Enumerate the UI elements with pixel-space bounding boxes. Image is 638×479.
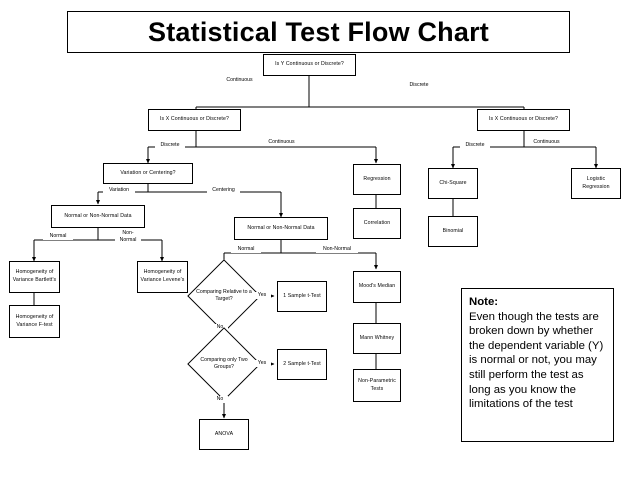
- node-label: Logistic Regression: [582, 175, 610, 190]
- edge-label-variation: Variation: [103, 187, 135, 195]
- node-label: Is Y Continuous or Discrete?: [275, 61, 344, 68]
- node-diamond-two-groups[interactable]: Comparing only Two Groups?: [187, 327, 261, 401]
- node-moods-median[interactable]: Mood's Median: [353, 271, 401, 303]
- page-title-text: Statistical Test Flow Chart: [148, 16, 489, 47]
- edge-label-y-continuous: Continuous: [222, 77, 257, 85]
- edge-label-y-discrete: Discrete: [404, 82, 434, 90]
- node-label: Normal or Non-Normal Data: [247, 224, 315, 231]
- edge-text: Discrete: [465, 142, 485, 148]
- edge-label-target-no: No: [212, 324, 228, 332]
- edge-label-left-normal: Normal: [43, 233, 73, 241]
- node-regression[interactable]: Regression: [353, 164, 401, 195]
- edge-label-center-normal: Normal: [231, 246, 261, 254]
- edge-text: Normal: [49, 233, 67, 239]
- node-label: Correlation: [363, 219, 391, 226]
- page-title: Statistical Test Flow Chart: [67, 11, 570, 53]
- edge-label-centering: Centering: [207, 187, 240, 195]
- edge-label-xleft-continuous: Continuous: [264, 139, 299, 147]
- edge-text: Centering: [212, 187, 235, 193]
- edge-label-left-non-normal: Non-Normal: [115, 230, 141, 245]
- node-label: 2 Sample t-Test: [283, 360, 321, 367]
- node-label: Homogeneity of Variance Bartlett's: [12, 269, 57, 283]
- node-label: Is X Continuous or Discrete?: [489, 116, 558, 123]
- node-label: Chi-Square: [439, 179, 467, 186]
- node-mann-whitney[interactable]: Mann Whitney: [353, 323, 401, 354]
- node-x-question-left[interactable]: Is X Continuous or Discrete?: [148, 109, 241, 131]
- node-normal-data-left[interactable]: Normal or Non-Normal Data: [51, 205, 145, 228]
- edge-label-xright-discrete: Discrete: [460, 142, 490, 150]
- edge-label-xleft-discrete: Discrete: [155, 142, 185, 150]
- edge-text: Yes: [257, 292, 267, 298]
- node-label: Comparing Relative to a Target?: [196, 288, 252, 302]
- edge-label-target-yes: Yes: [253, 292, 271, 300]
- note-box: Note: Even though the tests are broken d…: [461, 288, 614, 442]
- edge-text: No: [216, 324, 224, 330]
- node-two-sample-ttest[interactable]: 2 Sample t-Test: [277, 349, 327, 380]
- node-label: Mood's Median: [358, 283, 396, 290]
- node-label: Is X Continuous or Discrete?: [160, 116, 229, 123]
- edge-label-xright-continuous: Continuous: [529, 139, 564, 147]
- node-label: Binomial: [442, 227, 464, 234]
- note-body: Even though the tests are broken down by…: [469, 310, 604, 411]
- node-bartletts[interactable]: Homogeneity of Variance Bartlett's: [9, 261, 60, 293]
- edge-text: Continuous: [226, 77, 253, 83]
- node-anova[interactable]: ANOVA: [199, 419, 249, 450]
- node-label: ANOVA: [214, 430, 234, 437]
- node-label: Mann Whitney: [359, 334, 395, 341]
- node-levenes[interactable]: Homogeneity of Variance Levene's: [137, 261, 188, 293]
- edge-text: Discrete: [160, 142, 180, 148]
- node-normal-data-center[interactable]: Normal or Non-Normal Data: [234, 217, 328, 240]
- node-logistic-regression[interactable]: Logistic Regression: [571, 168, 621, 199]
- node-chi-square[interactable]: Chi-Square: [428, 168, 478, 199]
- node-y-question[interactable]: Is Y Continuous or Discrete?: [263, 54, 356, 76]
- edge-text: Variation: [108, 187, 130, 193]
- node-ftest[interactable]: Homogeneity of Variance F-test: [9, 305, 60, 338]
- node-label: Comparing only Two Groups?: [200, 356, 248, 370]
- note-heading: Note:: [469, 296, 499, 308]
- edge-text: Normal: [237, 246, 255, 252]
- edge-text: Non-Normal: [323, 246, 351, 252]
- edge-text: Continuous: [533, 139, 560, 145]
- edge-text: No: [216, 396, 224, 402]
- node-label: Regression: [363, 175, 391, 182]
- node-label: Non-Parametric Tests: [358, 377, 396, 392]
- node-binomial[interactable]: Binomial: [428, 216, 478, 247]
- node-one-sample-ttest[interactable]: 1 Sample t-Test: [277, 281, 327, 312]
- edge-label-center-non-normal: Non-Normal: [316, 246, 358, 254]
- node-non-parametric-tests[interactable]: Non-Parametric Tests: [353, 369, 401, 402]
- node-correlation[interactable]: Correlation: [353, 208, 401, 239]
- edge-label-groups-no: No: [212, 396, 228, 404]
- node-label: Homogeneity of Variance Levene's: [140, 269, 185, 283]
- node-label: Variation or Centering?: [120, 169, 176, 176]
- node-diamond-target[interactable]: Comparing Relative to a Target?: [187, 259, 261, 333]
- node-label: 1 Sample t-Test: [283, 292, 321, 299]
- edge-text: Yes: [257, 360, 267, 366]
- edge-text: Discrete: [409, 82, 429, 88]
- node-label: Normal or Non-Normal Data: [64, 212, 132, 219]
- node-variation-or-centering[interactable]: Variation or Centering?: [103, 163, 193, 184]
- node-label: Homogeneity of Variance F-test: [15, 313, 54, 328]
- edge-label-groups-yes: Yes: [253, 360, 271, 368]
- edge-text: Continuous: [268, 139, 295, 145]
- edge-text: Non-Normal: [119, 230, 137, 244]
- node-x-question-right[interactable]: Is X Continuous or Discrete?: [477, 109, 570, 131]
